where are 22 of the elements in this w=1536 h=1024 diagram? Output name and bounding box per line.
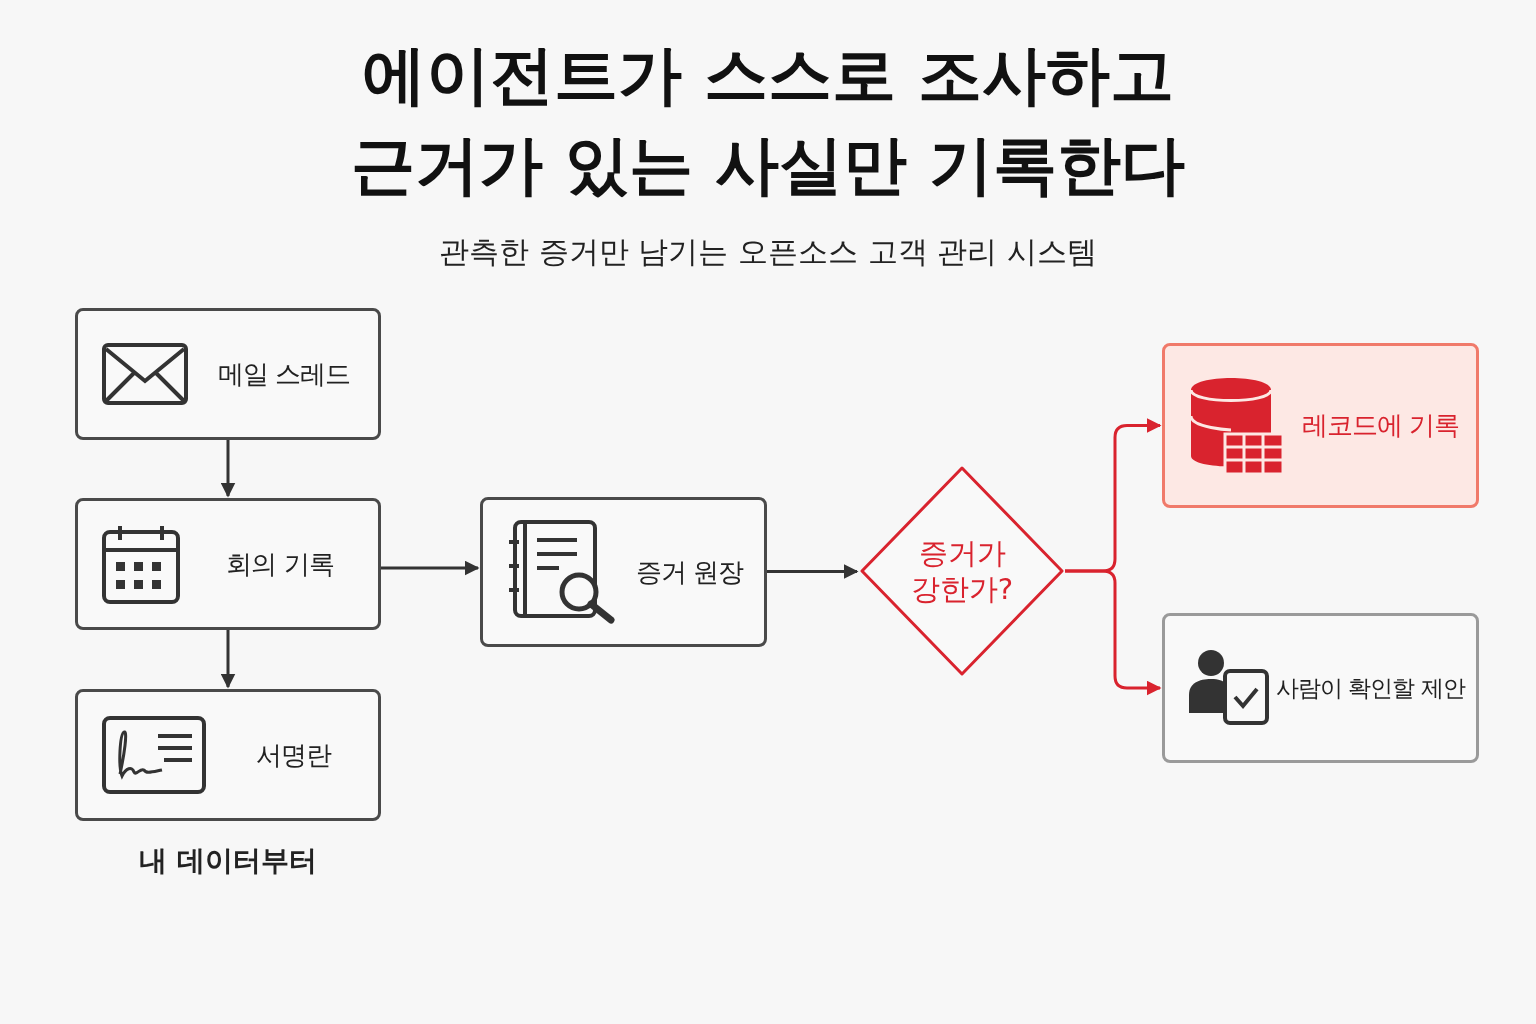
node-label: 회의 기록	[225, 547, 335, 581]
subtitle: 관측한 증거만 남기는 오픈소스 고객 관리 시스템	[438, 233, 1098, 271]
process-box	[75, 689, 381, 821]
arrow	[220, 630, 236, 689]
decision-diamond	[859, 465, 1065, 677]
result-box	[1162, 343, 1479, 508]
title: 에이전트가 스스로 조사하고 근거가 있는 사실만 기록한다	[349, 37, 1187, 204]
node-label: 증거 원장	[634, 555, 745, 589]
decision-label: 증거가 강한가?	[909, 535, 1015, 607]
result-box	[1162, 613, 1479, 763]
node-label: 서명란	[254, 738, 332, 772]
arrow	[1065, 569, 1162, 696]
node-label: 메일 스레드	[216, 357, 352, 391]
arrow	[381, 560, 480, 576]
process-box	[480, 497, 767, 647]
group-caption: 내 데이터부터	[138, 843, 318, 879]
process-box	[75, 498, 381, 630]
process-box	[75, 308, 381, 440]
arrow	[220, 440, 236, 498]
node-label: 레코드에 기록	[1300, 409, 1461, 442]
node-label: 사람이 확인할 제안	[1275, 673, 1467, 703]
arrow	[767, 564, 859, 579]
